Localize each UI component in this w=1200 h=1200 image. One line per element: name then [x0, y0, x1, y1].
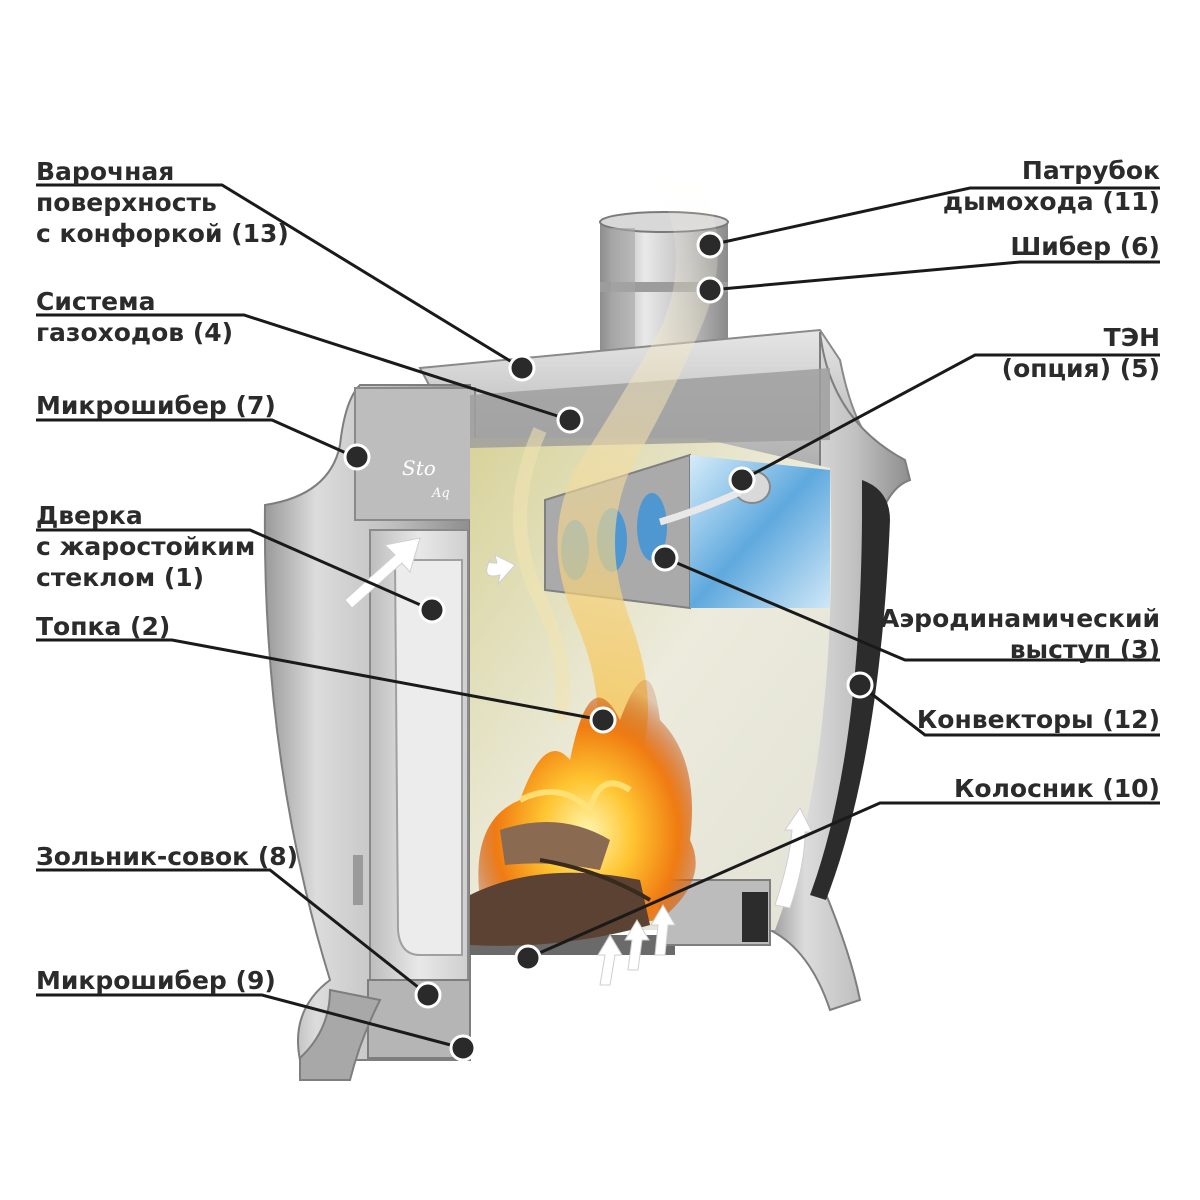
marker-door	[418, 596, 446, 624]
label-ash-pan: Зольник-совок (8)	[36, 842, 299, 871]
marker-cooking-surface	[508, 354, 536, 382]
marker-micro-damper-9	[449, 1034, 477, 1062]
leader-lines	[36, 183, 1160, 1050]
leader-heater	[741, 353, 1160, 482]
leader-chimney-pipe	[709, 186, 1160, 247]
marker-chimney-pipe	[696, 231, 724, 259]
leader-ash-pan	[36, 868, 429, 997]
fire	[470, 680, 696, 946]
marker-micro-damper-7	[343, 443, 371, 471]
leader-grate	[527, 801, 1160, 960]
marker-grate	[514, 944, 542, 972]
label-flue-system: Система газоходов (4)	[36, 287, 234, 347]
leader-damper-6	[709, 260, 1160, 292]
leader-aero-ledge	[664, 556, 1160, 662]
leader-door	[36, 528, 433, 612]
brand-logo: Sto Aq	[402, 456, 450, 501]
leader-flue-system	[36, 313, 571, 422]
logo-line-2: Aq	[431, 486, 450, 501]
label-convectors: Конвекторы (12)	[916, 705, 1160, 734]
leader-micro-damper-9	[36, 993, 463, 1050]
label-micro-damper-9: Микрошибер (9)	[36, 966, 276, 995]
marker-aero-ledge	[651, 544, 679, 572]
label-aero-ledge: Аэродинамический выступ (3)	[880, 604, 1160, 664]
label-grate: Колосник (10)	[953, 774, 1160, 803]
marker-damper-6	[696, 276, 724, 304]
marker-flue-system	[556, 406, 584, 434]
air-flow-arrows	[344, 537, 813, 986]
leader-micro-damper-7	[36, 418, 356, 459]
label-firebox: Топка (2)	[36, 612, 171, 641]
label-damper-6: Шибер (6)	[1010, 232, 1160, 261]
smoke-plume	[513, 160, 718, 760]
logo-line-1: Sto	[402, 456, 436, 480]
label-chimney-pipe: Патрубок дымохода (11)	[942, 156, 1160, 216]
marker-convectors	[846, 671, 874, 699]
leader-cooking-surface	[36, 183, 521, 369]
marker-heater	[728, 466, 756, 494]
marker-firebox	[589, 706, 617, 734]
label-heater: ТЭН (опция) (5)	[1001, 323, 1160, 383]
label-cooking-surface: Варочная поверхность с конфоркой (13)	[36, 157, 289, 248]
marker-ash-pan	[414, 981, 442, 1009]
markers	[343, 231, 874, 1062]
leader-convectors	[859, 683, 1160, 737]
leader-firebox	[36, 638, 603, 722]
label-door: Дверка с жаростойким стеклом (1)	[36, 501, 256, 592]
label-micro-damper-7: Микрошибер (7)	[36, 391, 276, 420]
